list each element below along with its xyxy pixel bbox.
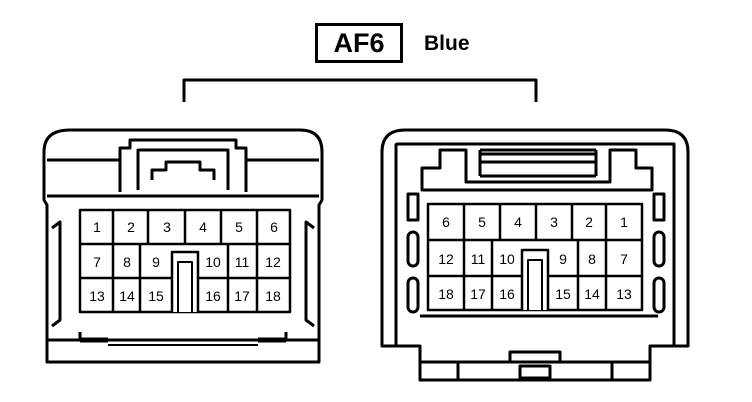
pin-label: 5: [478, 214, 486, 230]
pin-label: 14: [119, 288, 135, 304]
pin-label: 17: [470, 286, 486, 302]
connector-code: AF6: [333, 27, 385, 58]
pin-label: 15: [555, 286, 571, 302]
pin-label: 14: [584, 286, 600, 302]
female-pin-labels: 1 2 3 4 5 6 7 8 9 10 11 12 13 14 15 16 1…: [89, 219, 281, 304]
female-pin-grid: [78, 208, 292, 314]
pin-label: 3: [163, 219, 171, 235]
pin-label: 8: [588, 251, 596, 267]
pin-label: 2: [127, 219, 135, 235]
pin-label: 5: [235, 219, 243, 235]
pin-label: 1: [93, 219, 101, 235]
pin-label: 13: [89, 288, 105, 304]
pin-label: 13: [616, 286, 632, 302]
female-connector-housing: [42, 128, 324, 364]
pin-label: 12: [265, 254, 281, 270]
pin-label: 16: [499, 286, 515, 302]
pin-label: 7: [620, 251, 628, 267]
pin-label: 4: [514, 214, 522, 230]
pin-label: 3: [550, 214, 558, 230]
pin-label: 12: [438, 251, 454, 267]
pin-label: 2: [585, 214, 593, 230]
pin-label: 15: [148, 288, 164, 304]
pin-label: 17: [234, 288, 250, 304]
pin-label: 7: [93, 254, 101, 270]
pin-label: 6: [270, 219, 278, 235]
connector-color-label: Blue: [424, 32, 470, 55]
pin-label: 6: [442, 214, 450, 230]
pair-bracket: [182, 78, 538, 102]
pin-label: 16: [205, 288, 221, 304]
pin-label: 9: [152, 254, 160, 270]
pin-label: 9: [559, 251, 567, 267]
pin-label: 10: [205, 254, 221, 270]
male-connector-housing: [380, 128, 690, 382]
pin-label: 10: [499, 251, 515, 267]
connector-code-box: AF6: [315, 23, 403, 63]
pin-label: 11: [471, 251, 486, 267]
pin-label: 1: [620, 214, 628, 230]
pin-label: 4: [199, 219, 207, 235]
pin-label: 8: [123, 254, 131, 270]
male-pin-labels: 6 5 4 3 2 1 12 11 10 9 8 7 18 17 16 15 1…: [438, 214, 632, 302]
pin-label: 18: [438, 286, 454, 302]
pin-label: 18: [265, 288, 281, 304]
pin-label: 11: [235, 254, 250, 270]
male-pin-grid: [426, 202, 644, 312]
